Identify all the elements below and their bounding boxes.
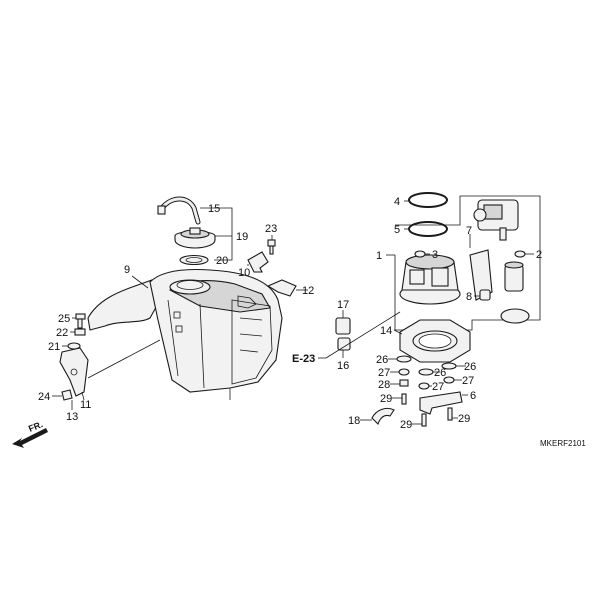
callout-12: 12	[302, 285, 314, 297]
bolt-23	[267, 239, 276, 255]
callout-1: 1	[376, 250, 382, 262]
bolt-25	[75, 313, 86, 329]
collar-22	[74, 328, 86, 336]
callout-17: 17	[337, 299, 349, 311]
bracket-11	[59, 347, 89, 397]
callout-20: 20	[216, 255, 228, 267]
callout-18: 18	[348, 415, 360, 427]
bracket-10	[247, 251, 269, 273]
callout-24: 24	[38, 391, 50, 403]
callout-3: 3	[432, 249, 438, 261]
callout-14: 14	[380, 325, 392, 337]
fuel-tank	[87, 269, 283, 400]
callout-7: 7	[466, 225, 472, 237]
callout-19: 19	[236, 231, 248, 243]
callout-11: 11	[80, 399, 91, 411]
callout-2: 2	[536, 249, 542, 261]
callout-26: 26	[376, 354, 388, 366]
callout-15: 15	[208, 203, 220, 215]
callout-8: 8	[466, 291, 472, 303]
callout-29: 29	[380, 393, 392, 405]
callout-29b: 29	[400, 419, 412, 431]
clip-18	[371, 407, 395, 426]
pump-module-7	[469, 199, 519, 301]
callout-labels: 1 2 3 4 5 6 7 8 9 10 11 12 13 14 15 16 1…	[38, 196, 542, 431]
bracket-12	[266, 279, 297, 297]
callout-27: 27	[378, 367, 390, 379]
connector-16	[337, 337, 351, 351]
callout-10: 10	[238, 267, 250, 279]
callout-26c: 26	[464, 361, 476, 373]
callout-9: 9	[124, 264, 130, 276]
callout-22: 22	[56, 327, 68, 339]
callout-4: 4	[394, 196, 400, 208]
strainer	[500, 308, 530, 324]
o-ring-4	[408, 192, 448, 208]
callout-27c: 27	[462, 375, 474, 387]
pump-motor	[504, 261, 524, 292]
connector-17	[335, 317, 351, 335]
washer-2	[514, 250, 526, 258]
callout-13: 13	[66, 411, 78, 423]
callout-28: 28	[378, 379, 390, 391]
washer-3	[414, 250, 426, 258]
hardware-left-stack	[396, 355, 412, 405]
callout-6: 6	[470, 390, 476, 402]
front-direction-arrow: FR.	[12, 419, 48, 448]
fuel-hose	[157, 196, 201, 225]
nut-24	[61, 389, 73, 401]
callout-5: 5	[394, 224, 400, 236]
callout-25: 25	[58, 313, 70, 325]
leader-lines	[52, 200, 534, 425]
fuel-cap	[174, 227, 216, 249]
callout-21: 21	[48, 341, 60, 353]
o-ring-5	[408, 221, 448, 237]
callout-27b: 27	[432, 381, 444, 393]
bolt-29-lower	[421, 407, 453, 427]
mounting-plate-14	[399, 319, 471, 363]
cap-gasket	[179, 254, 209, 266]
fuel-pump-unit	[399, 254, 461, 305]
callout-26b: 26	[434, 367, 446, 379]
callout-23: 23	[265, 223, 277, 235]
diagram-code: MKERF2101	[540, 439, 586, 448]
reference-label: E-23	[292, 353, 315, 365]
callout-16: 16	[337, 360, 349, 372]
filter-8	[479, 289, 491, 301]
pump-mount-area	[237, 295, 257, 309]
callout-29c: 29	[458, 413, 470, 425]
bracket-6	[419, 391, 463, 415]
